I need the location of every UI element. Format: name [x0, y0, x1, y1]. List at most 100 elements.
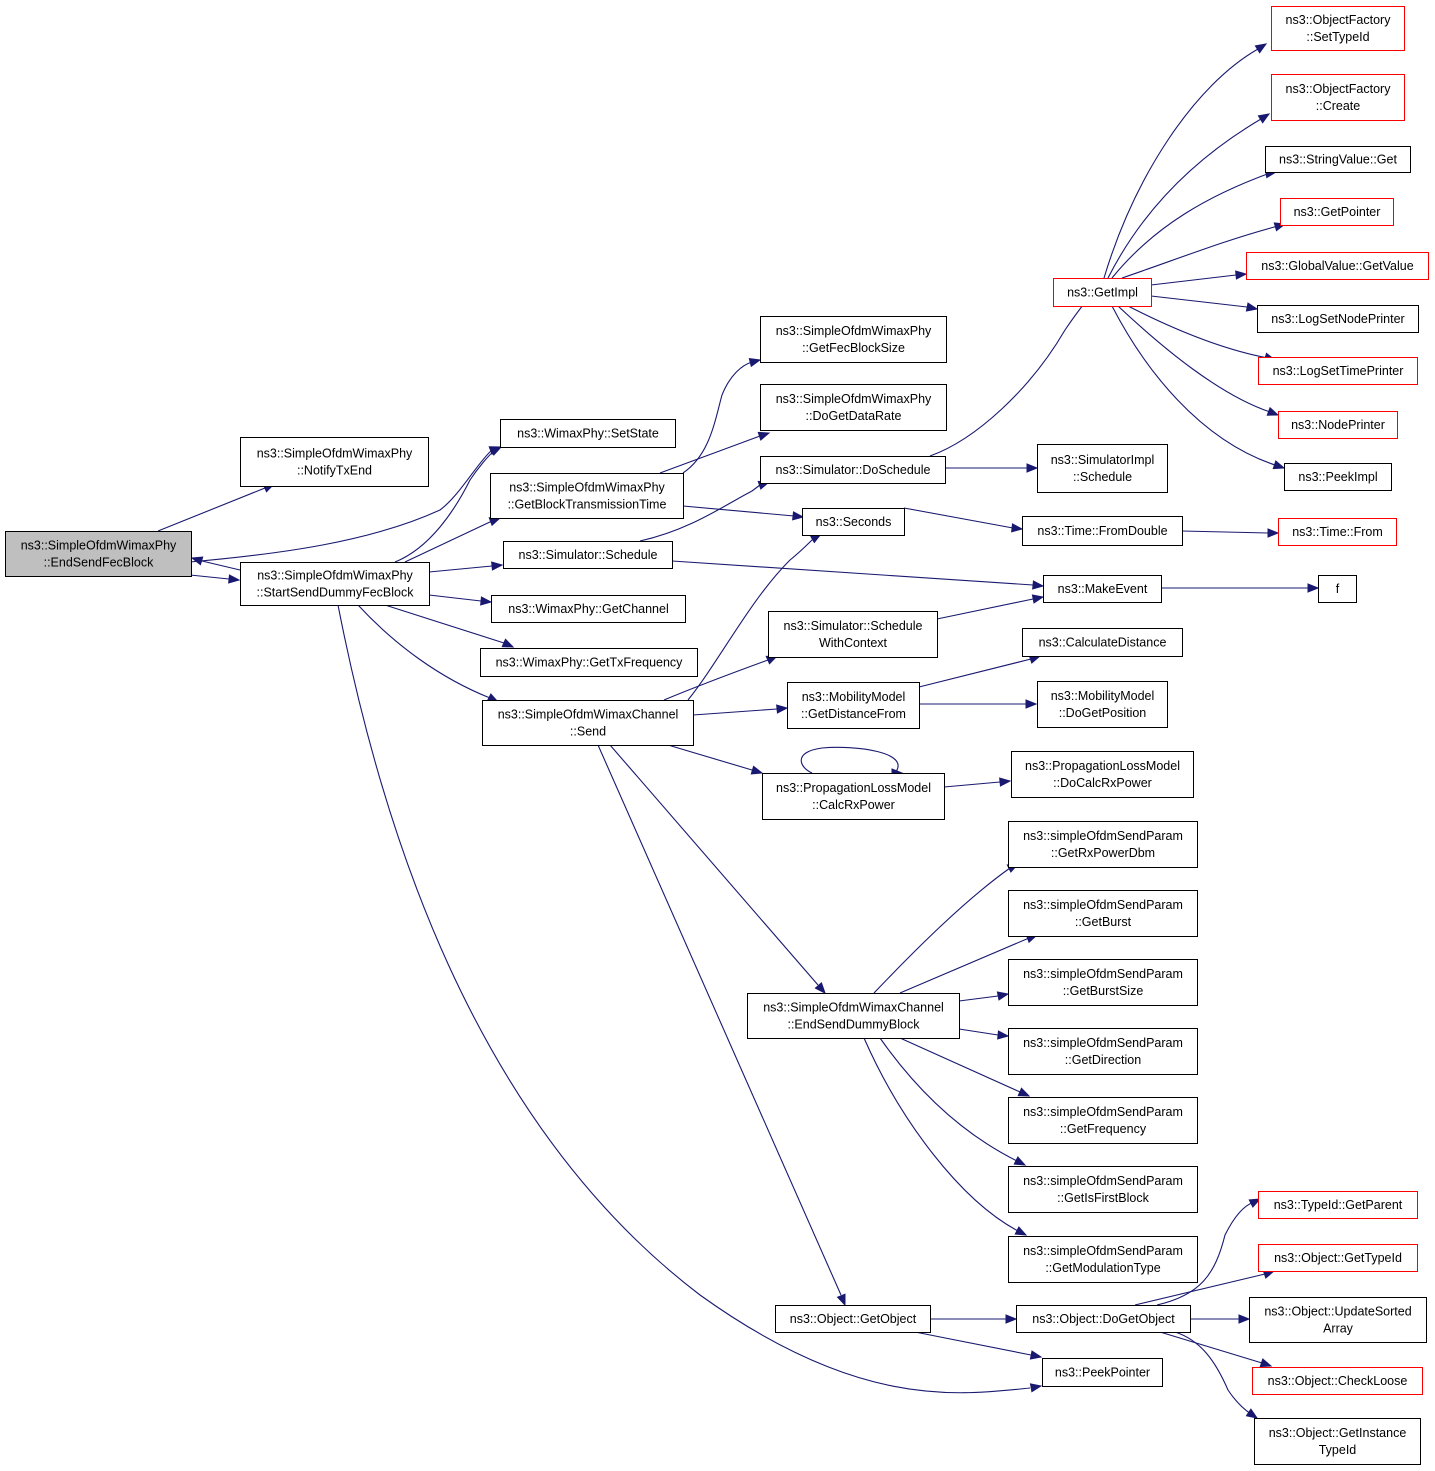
call-edge	[863, 1037, 1028, 1236]
node-ns3-object-getobject[interactable]: ns3::Object::GetObject	[775, 1305, 931, 1333]
edge-line	[663, 659, 769, 701]
node-ns3-stringvalue-get[interactable]: ns3::StringValue::Get	[1265, 146, 1411, 173]
arrowhead-icon	[750, 765, 764, 775]
node-ns3-propagationlossmodel-docalcrxpower[interactable]: ns3::PropagationLossModel::DoCalcRxPower	[1011, 751, 1194, 798]
call-edge	[1150, 295, 1259, 312]
node-ns3-globalvalue-getvalue[interactable]: ns3::GlobalValue::GetValue	[1246, 252, 1429, 280]
node-label: ns3::WimaxPhy::SetState	[517, 427, 659, 441]
call-edge	[1190, 1314, 1251, 1324]
node-label: ns3::SimpleOfdmWimaxPhy	[776, 392, 932, 406]
node-ns3-getpointer[interactable]: ns3::GetPointer	[1280, 198, 1394, 226]
node-ns3-simulator-doschedule[interactable]: ns3::Simulator::DoSchedule	[760, 456, 946, 484]
node-box	[1246, 252, 1429, 280]
node-box	[1271, 6, 1405, 51]
arrowhead-icon	[1254, 43, 1268, 54]
node-label: ns3::SimpleOfdmWimaxPhy	[21, 539, 177, 553]
node-ns3-wimaxphy-setstate[interactable]: ns3::WimaxPhy::SetState	[500, 419, 676, 448]
node-box	[762, 773, 945, 820]
edge-line	[879, 1037, 1018, 1162]
node-ns3-makeevent[interactable]: ns3::MakeEvent	[1043, 575, 1162, 603]
arrowhead-icon	[1011, 523, 1024, 533]
node-ns3-simpleofdmsendparam-getburst[interactable]: ns3::simpleOfdmSendParam::GetBurst	[1008, 890, 1198, 937]
node-ns3-time-fromdouble[interactable]: ns3::Time::FromDouble	[1022, 516, 1183, 546]
node-ns3-objectfactory-create[interactable]: ns3::ObjectFactory::Create	[1271, 74, 1405, 121]
call-edge	[1159, 1331, 1273, 1368]
node-ns3-object-dogetobject[interactable]: ns3::Object::DoGetObject	[1016, 1305, 1191, 1333]
node-ns3-simpleofdmsendparam-getdirection[interactable]: ns3::simpleOfdmSendParam::GetDirection	[1008, 1028, 1198, 1075]
node-ns3-simpleofdmwimaxchannel-endsenddummyblock[interactable]: ns3::SimpleOfdmWimaxChannel::EndSendDumm…	[747, 993, 960, 1039]
node-ns3-simpleofdmsendparam-getrxpowerdbm[interactable]: ns3::simpleOfdmSendParam::GetRxPowerDbm	[1008, 821, 1198, 868]
node-ns3-typeid-getparent[interactable]: ns3::TypeId::GetParent	[1258, 1191, 1418, 1219]
node-ns3-wimaxphy-gettxfrequency[interactable]: ns3::WimaxPhy::GetTxFrequency	[480, 648, 698, 677]
node-label: ::SetTypeId	[1306, 30, 1369, 44]
node-ns3-propagationlossmodel-calcrxpower[interactable]: ns3::PropagationLossModel::CalcRxPower	[762, 773, 945, 820]
node-label: ns3::simpleOfdmSendParam	[1023, 1036, 1183, 1050]
node-label: ns3::MobilityModel	[1051, 689, 1155, 703]
node-box	[1280, 198, 1394, 226]
node-ns3-wimaxphy-getchannel[interactable]: ns3::WimaxPhy::GetChannel	[491, 595, 686, 623]
node-label: ns3::GetImpl	[1067, 286, 1138, 300]
node-ns3-logsettimeprinter[interactable]: ns3::LogSetTimePrinter	[1258, 357, 1418, 385]
call-edge	[682, 505, 805, 521]
node-ns3-calculatedistance[interactable]: ns3::CalculateDistance	[1022, 628, 1183, 657]
node-ns3-nodeprinter[interactable]: ns3::NodePrinter	[1278, 411, 1398, 439]
node-label: ns3::SimpleOfdmWimaxPhy	[257, 569, 413, 583]
call-edge	[394, 446, 503, 563]
edge-line	[1111, 305, 1276, 466]
node-ns3-simulatorimpl-schedule[interactable]: ns3::SimulatorImpl::Schedule	[1037, 444, 1168, 493]
node-label: ::StartSendDummyFecBlock	[257, 586, 415, 600]
node-ns3-object-checkloose[interactable]: ns3::Object::CheckLoose	[1252, 1367, 1423, 1395]
node-label: ::GetFecBlockSize	[802, 341, 905, 355]
node-ns3-simpleofdmsendparam-getisfirstblock[interactable]: ns3::simpleOfdmSendParam::GetIsFirstBloc…	[1008, 1166, 1198, 1213]
node-label: ::Create	[1316, 99, 1361, 113]
node-ns3-peekpointer[interactable]: ns3::PeekPointer	[1042, 1358, 1163, 1387]
node-ns3-simpleofdmsendparam-getfrequency[interactable]: ns3::simpleOfdmSendParam::GetFrequency	[1008, 1097, 1198, 1144]
edge-line	[958, 995, 999, 1002]
node-ns3-mobilitymodel-dogetposition[interactable]: ns3::MobilityModel::DoGetPosition	[1037, 681, 1168, 728]
node-ns3-simpleofdmwimaxphy-getfecblocksize[interactable]: ns3::SimpleOfdmWimaxPhy::GetFecBlockSize	[760, 316, 947, 363]
node-ns3-object-gettypeid[interactable]: ns3::Object::GetTypeId	[1258, 1244, 1418, 1272]
node-ns3-simpleofdmsendparam-getburstsize[interactable]: ns3::simpleOfdmSendParam::GetBurstSize	[1008, 959, 1198, 1006]
node-box	[1008, 1166, 1198, 1213]
node-ns3-simpleofdmwimaxchannel-send[interactable]: ns3::SimpleOfdmWimaxChannel::Send	[482, 700, 694, 746]
node-label: WithContext	[819, 636, 888, 650]
node-ns3-peekimpl[interactable]: ns3::PeekImpl	[1284, 463, 1392, 491]
call-edge	[1150, 270, 1248, 286]
node-ns3-simpleofdmwimaxphy-startsenddummyfecblock[interactable]: ns3::SimpleOfdmWimaxPhy::StartSendDummyF…	[240, 562, 430, 606]
node-label: ::GetBlockTransmissionTime	[508, 498, 667, 512]
arrowhead-icon	[1031, 594, 1045, 604]
arrowhead-icon	[996, 991, 1010, 1001]
node-label: ::GetFrequency	[1060, 1122, 1147, 1136]
node-label: ns3::LogSetTimePrinter	[1273, 364, 1404, 378]
node-ns3-simpleofdmwimaxphy-dogetdatarate[interactable]: ns3::SimpleOfdmWimaxPhy::DoGetDataRate	[760, 384, 947, 431]
arrowhead-icon	[228, 574, 241, 584]
node-ns3-getimpl[interactable]: ns3::GetImpl	[1053, 278, 1152, 307]
node-ns3-simpleofdmsendparam-getmodulationtype[interactable]: ns3::simpleOfdmSendParam::GetModulationT…	[1008, 1236, 1198, 1283]
arrowhead-icon	[997, 1030, 1010, 1040]
node-ns3-simulator-schedule[interactable]: ns3::Simulator::Schedule	[503, 541, 673, 569]
node-ns3-seconds[interactable]: ns3::Seconds	[802, 508, 905, 536]
call-edge	[1161, 583, 1320, 593]
arrowhead-icon	[1307, 583, 1320, 593]
edge-line	[687, 537, 815, 701]
node-box	[1043, 575, 1162, 603]
node-ns3-logsetnodeprinter[interactable]: ns3::LogSetNodePrinter	[1257, 305, 1419, 333]
node-f[interactable]: f	[1318, 575, 1357, 603]
arrowhead-icon	[1029, 1350, 1043, 1360]
node-label: ns3::PropagationLossModel	[776, 781, 931, 795]
node-ns3-objectfactory-settypeid[interactable]: ns3::ObjectFactory::SetTypeId	[1271, 6, 1405, 51]
node-label: ::CalcRxPower	[812, 798, 895, 812]
call-edge	[930, 1314, 1018, 1324]
node-ns3-mobilitymodel-getdistancefrom[interactable]: ns3::MobilityModel::GetDistanceFrom	[787, 682, 920, 729]
node-ns3-simpleofdmwimaxphy-getblocktransmissiontime[interactable]: ns3::SimpleOfdmWimaxPhy::GetBlockTransmi…	[490, 473, 684, 519]
node-ns3-time-from[interactable]: ns3::Time::From	[1278, 518, 1397, 546]
node-label: ::EndSendFecBlock	[44, 556, 155, 570]
node-ns3-simpleofdmwimaxphy-endsendfecblock[interactable]: ns3::SimpleOfdmWimaxPhy::EndSendFecBlock	[5, 531, 192, 577]
node-box	[480, 648, 698, 677]
node-label: ns3::simpleOfdmSendParam	[1023, 898, 1183, 912]
node-ns3-simpleofdmwimaxphy-notifytxend[interactable]: ns3::SimpleOfdmWimaxPhy::NotifyTxEnd	[240, 437, 429, 487]
arrowhead-icon	[480, 596, 493, 606]
